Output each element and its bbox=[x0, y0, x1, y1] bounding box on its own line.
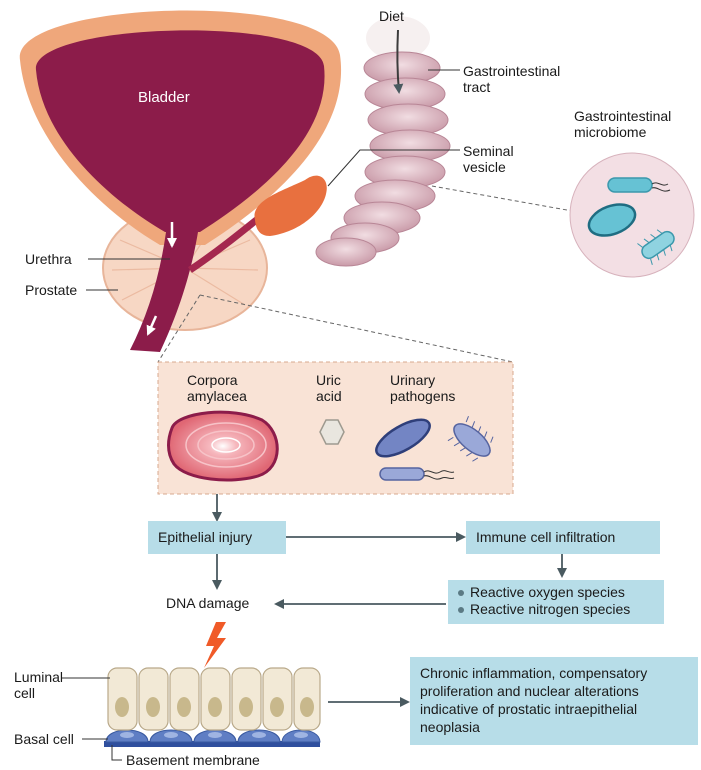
luminal-cell-row bbox=[108, 668, 320, 730]
diet-label: Diet bbox=[379, 8, 404, 24]
outcome-text: Chronic inflammation, compensatory proli… bbox=[420, 665, 647, 735]
corpora-amylacea-icon bbox=[169, 412, 278, 480]
outcome-box: Chronic inflammation, compensatory proli… bbox=[410, 657, 698, 745]
microbiome-circle bbox=[570, 153, 694, 277]
bullet-icon bbox=[458, 590, 464, 596]
urinary-pathogens-label: Urinary pathogens bbox=[390, 372, 455, 404]
bullet-icon bbox=[458, 607, 464, 613]
reactive-species-box: Reactive oxygen species Reactive nitroge… bbox=[448, 580, 664, 624]
corpora-amylacea-label: Corpora amylacea bbox=[187, 372, 247, 404]
reactive-nitrogen-text: Reactive nitrogen species bbox=[470, 601, 630, 618]
lightning-bolt-icon bbox=[204, 622, 226, 668]
uric-acid-crystal-icon bbox=[320, 420, 344, 444]
reactive-oxygen-item: Reactive oxygen species bbox=[458, 584, 664, 601]
luminal-cell-label: Luminal cell bbox=[14, 669, 63, 701]
prostate-label: Prostate bbox=[25, 282, 77, 298]
epithelium bbox=[104, 668, 320, 747]
reactive-oxygen-text: Reactive oxygen species bbox=[470, 584, 625, 601]
bladder-label: Bladder bbox=[138, 90, 190, 106]
immune-cell-infiltration-text: Immune cell infiltration bbox=[476, 529, 615, 545]
uric-acid-label: Uric acid bbox=[316, 372, 342, 404]
gastrointestinal-microbiome-label: Gastrointestinal microbiome bbox=[574, 108, 671, 140]
epithelial-injury-text: Epithelial injury bbox=[158, 529, 252, 545]
basal-cell-label: Basal cell bbox=[14, 731, 74, 747]
epithelial-injury-box: Epithelial injury bbox=[148, 521, 286, 554]
dna-damage-label: DNA damage bbox=[166, 595, 249, 611]
gastrointestinal-tract-label: Gastrointestinal tract bbox=[463, 63, 560, 95]
basement-membrane-label: Basement membrane bbox=[126, 752, 260, 768]
reactive-nitrogen-item: Reactive nitrogen species bbox=[458, 601, 664, 618]
immune-cell-infiltration-box: Immune cell infiltration bbox=[466, 521, 660, 554]
seminal-vesicle-label: Seminal vesicle bbox=[463, 143, 514, 175]
urethra-label: Urethra bbox=[25, 251, 72, 267]
